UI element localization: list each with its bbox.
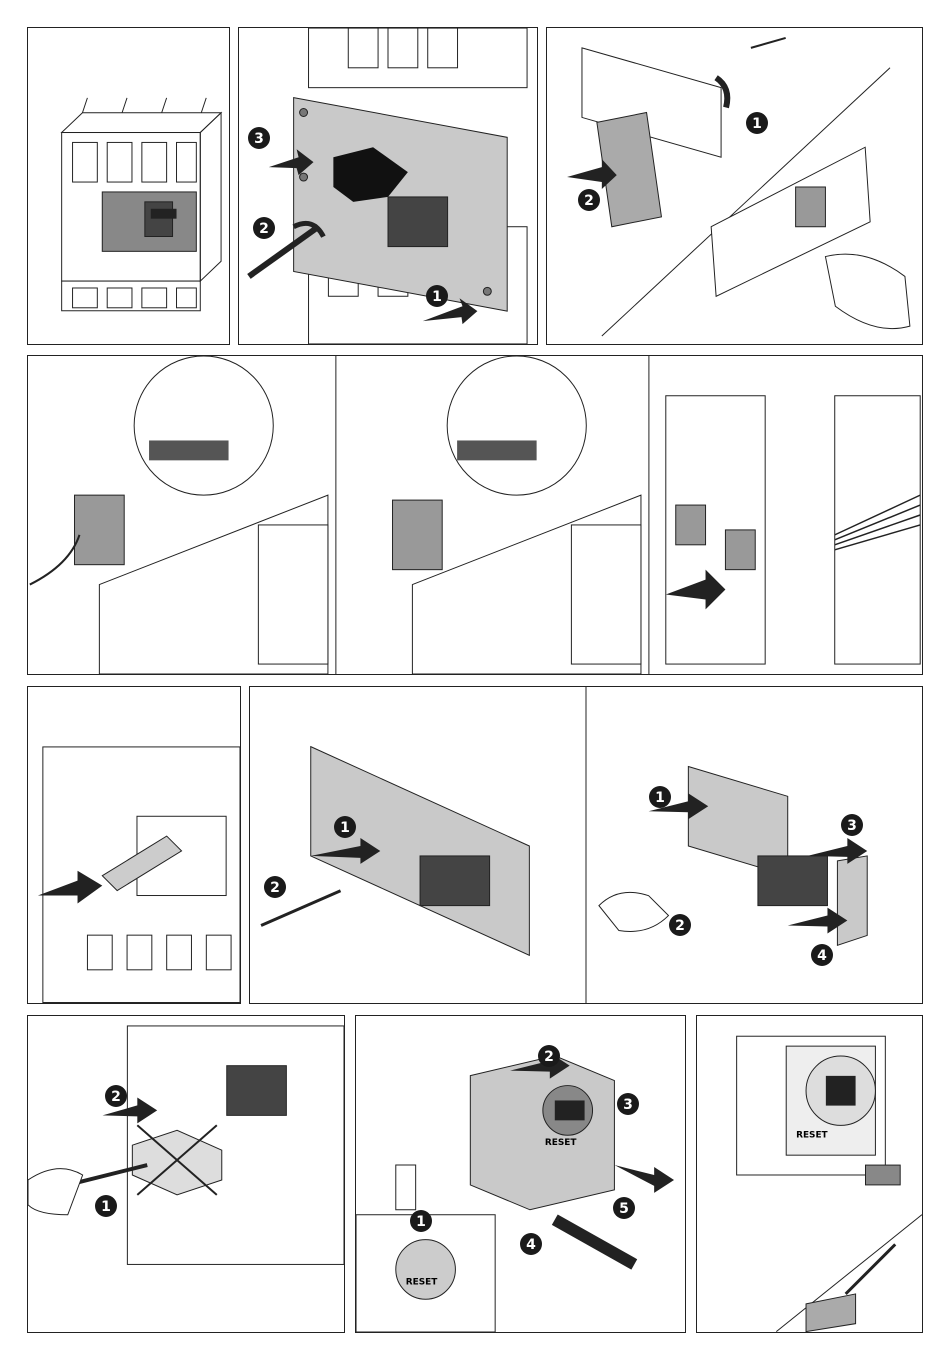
remove-cap-illustration <box>28 1016 344 1332</box>
reset-label: RESET <box>796 1130 828 1140</box>
reset-label: RESET <box>545 1138 578 1148</box>
panel-remove-cap: 2 1 <box>27 1015 345 1333</box>
panel-insert-lever <box>27 686 241 1004</box>
panel-install-plate: 1 2 <box>546 27 923 345</box>
install-plate-illustration <box>547 28 922 344</box>
mount-plate-illustration <box>250 687 922 1003</box>
panel-wiring-row <box>27 355 923 675</box>
breaker-illustration <box>28 28 229 344</box>
wiring-illustration <box>28 356 922 674</box>
panel-mount-plate: 1 2 1 2 3 4 <box>249 686 923 1004</box>
panel-remove-cover: 3 2 1 <box>238 27 538 345</box>
reset-label: RESET <box>406 1277 439 1287</box>
install-handle-illustration: RESET RESET <box>356 1016 685 1332</box>
remove-cover-illustration <box>239 28 537 344</box>
insert-lever-illustration <box>28 687 240 1003</box>
panel-breaker-overview <box>27 27 230 345</box>
panel-final-label: RESET <box>696 1015 923 1333</box>
panel-install-handle: RESET RESET 2 3 1 4 5 <box>355 1015 686 1333</box>
final-label-illustration: RESET <box>697 1016 922 1332</box>
